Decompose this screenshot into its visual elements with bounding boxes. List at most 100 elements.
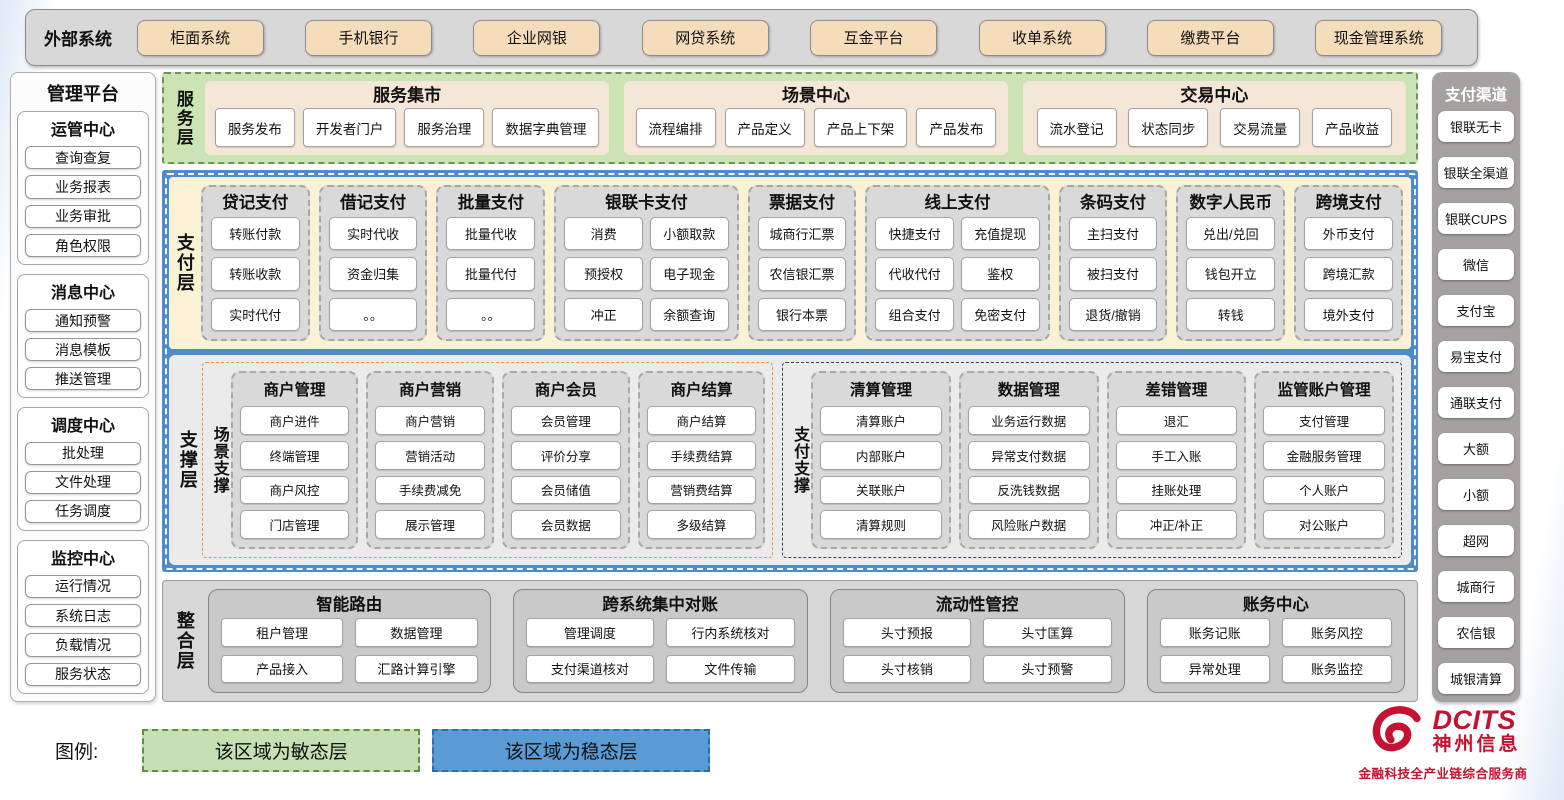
payment-item-button: 转账收款 <box>210 257 300 291</box>
support-item-button: 会员储值 <box>511 475 621 505</box>
management-item-button: 查询查复 <box>25 146 141 170</box>
channel-button: 银联全渠道 <box>1438 157 1514 188</box>
payment-item-button: 主扫支付 <box>1068 217 1158 251</box>
channel-button: 银联CUPS <box>1438 203 1514 234</box>
payment-column: 条码支付主扫支付被扫支付退货/撤销 <box>1058 185 1168 341</box>
service-item-button: 交易流量 <box>1220 108 1301 147</box>
payment-channels-title: 支付渠道 <box>1444 87 1507 104</box>
support-groups: 清算管理清算账户内部账户关联账户清算规则数据管理业务运行数据异常支付数据反洗钱数… <box>811 371 1395 549</box>
support-item-button: 评价分享 <box>511 440 621 470</box>
payment-item-button: 代收代付 <box>875 257 954 291</box>
support-group: 商户管理商户进件终端管理商户风控门店管理 <box>230 371 359 549</box>
service-item-button: 产品定义 <box>724 108 805 147</box>
integration-block: 跨系统集中对账管理调度行内系统核对支付渠道核对文件传输 <box>512 589 808 693</box>
integration-item-button: 汇路计算引擎 <box>355 654 478 683</box>
service-block: 交易中心流水登记状态同步交易流量产品收益 <box>1022 81 1406 155</box>
payment-item-button: 组合支付 <box>875 297 954 331</box>
legend-box: 该区域为稳态层 <box>432 729 711 772</box>
service-block-title: 服务集市 <box>373 86 442 105</box>
integration-block-items: 租户管理数据管理产品接入汇路计算引擎 <box>220 618 478 683</box>
management-item-button: 批处理 <box>25 442 141 465</box>
integration-item-button: 文件传输 <box>666 654 795 683</box>
integration-block-title: 智能路由 <box>316 596 383 614</box>
support-group: 商户营销商户营销营销活动手续费减免展示管理 <box>366 371 494 549</box>
support-item-button: 展示管理 <box>375 510 485 539</box>
support-group-title: 商户会员 <box>534 382 597 399</box>
support-group-title: 差错管理 <box>1145 382 1208 399</box>
support-item-button: 手续费减免 <box>375 475 485 505</box>
integration-block-items: 头寸预报头寸匡算头寸核销头寸预警 <box>842 618 1112 683</box>
management-group: 运管中心查询查复业务报表业务审批角色权限 <box>17 111 149 266</box>
support-group-title: 数据管理 <box>997 382 1060 399</box>
service-item-button: 流程编排 <box>635 108 716 147</box>
external-system-button: 互金平台 <box>810 19 938 56</box>
integration-block: 账务中心账务记账账务风控异常处理账务监控 <box>1146 589 1405 693</box>
management-item-button: 文件处理 <box>25 470 141 494</box>
payment-item-button: 跨境汇款 <box>1304 257 1393 291</box>
management-item-button: 业务报表 <box>25 175 141 199</box>
support-section: 支付支撑清算管理清算账户内部账户关联账户清算规则数据管理业务运行数据异常支付数据… <box>782 362 1402 558</box>
payment-item-button: 免密支付 <box>960 297 1040 331</box>
legend-label: 图例: <box>55 742 99 763</box>
support-item-button: 营销费结算 <box>646 475 757 505</box>
integration-item-button: 头寸预警 <box>983 654 1112 683</box>
support-item-button: 清算规则 <box>820 510 942 539</box>
service-layer: 服务层 服务集市服务发布开发者门户服务治理数据字典管理场景中心流程编排产品定义产… <box>162 72 1418 164</box>
dcits-logo: DCITS 神州信息 金融科技全产业链综合服务商 <box>1328 704 1558 782</box>
payment-item-button: 外币支付 <box>1304 217 1393 251</box>
service-item-button: 状态同步 <box>1128 108 1209 147</box>
payment-column-items: 批量代收批量代付。。 <box>446 217 536 331</box>
service-block: 服务集市服务发布开发者门户服务治理数据字典管理 <box>204 81 610 155</box>
support-item-button: 内部账户 <box>820 440 942 470</box>
support-group-title: 商户营销 <box>399 382 462 399</box>
payment-item-button: 电子现金 <box>649 257 729 291</box>
support-item-button: 手工入账 <box>1115 440 1238 470</box>
support-group: 数据管理业务运行数据异常支付数据反洗钱数据风险账户数据 <box>958 371 1099 549</box>
management-platform-sidebar: 管理平台 运管中心查询查复业务报表业务审批角色权限消息中心通知预警消息模板推送管… <box>10 72 156 702</box>
payment-column-title: 票据支付 <box>768 194 835 212</box>
payment-column-title: 条码支付 <box>1080 194 1146 212</box>
legend-items: 该区域为敏态层该区域为稳态层 <box>142 729 711 772</box>
management-group: 监控中心运行情况系统日志负载情况服务状态 <box>17 539 149 694</box>
payment-column-items: 兑出/兑回钱包开立转钱 <box>1186 217 1276 331</box>
payment-item-button: 境外支付 <box>1304 297 1393 331</box>
payment-item-button: 资金归集 <box>328 257 418 291</box>
management-item-button: 角色权限 <box>25 234 141 258</box>
integration-block: 智能路由租户管理数据管理产品接入汇路计算引擎 <box>207 589 491 693</box>
payment-item-button: 批量代收 <box>446 217 536 251</box>
integration-item-button: 头寸核销 <box>842 654 972 683</box>
external-systems-bar: 外部系统 柜面系统手机银行企业网银网贷系统互金平台收单系统缴费平台现金管理系统 <box>25 9 1478 66</box>
support-group: 监管账户管理支付管理金融服务管理个人账户对公账户 <box>1254 371 1395 549</box>
support-group-title: 商户结算 <box>670 382 733 399</box>
payment-column-items: 主扫支付被扫支付退货/撤销 <box>1068 217 1158 331</box>
service-block-items: 服务发布开发者门户服务治理数据字典管理 <box>214 108 600 147</box>
legend: 图例: 该区域为敏态层该区域为稳态层 <box>55 729 711 772</box>
support-section-label: 场景支撑 <box>210 426 228 494</box>
external-system-button: 企业网银 <box>473 19 601 56</box>
payment-column-title: 借记支付 <box>340 194 407 212</box>
service-item-button: 数据字典管理 <box>492 108 600 147</box>
channel-button: 农信银 <box>1438 617 1514 648</box>
payment-item-button: 预授权 <box>564 257 643 291</box>
external-system-button: 柜面系统 <box>136 19 264 56</box>
payment-column: 银联卡支付消费小额取款预授权电子现金冲正余额查询 <box>554 185 739 341</box>
channel-button: 城商行 <box>1438 571 1514 602</box>
payment-item-button: 转钱 <box>1186 297 1276 331</box>
payment-item-button: 快捷支付 <box>875 217 954 251</box>
payment-layer-label: 支付层 <box>174 233 195 293</box>
dcits-logo-row: DCITS 神州信息 <box>1365 704 1520 760</box>
payment-column-title: 数字人民币 <box>1189 194 1273 212</box>
external-systems-label: 外部系统 <box>44 30 112 49</box>
payment-item-button: 实时代收 <box>328 217 418 251</box>
integration-item-button: 账务风控 <box>1281 618 1392 647</box>
integration-item-button: 支付渠道核对 <box>525 654 655 683</box>
support-group-title: 清算管理 <box>849 382 912 399</box>
payment-column: 贷记支付转账付款转账收款实时代付 <box>200 185 310 341</box>
integration-block: 流动性管控头寸预报头寸匡算头寸核销头寸预警 <box>829 589 1125 693</box>
support-section-label: 支付支撑 <box>791 426 809 494</box>
support-item-button: 风险账户数据 <box>967 510 1090 539</box>
integration-block-items: 管理调度行内系统核对支付渠道核对文件传输 <box>525 618 795 683</box>
support-item-button: 退汇 <box>1115 406 1238 435</box>
